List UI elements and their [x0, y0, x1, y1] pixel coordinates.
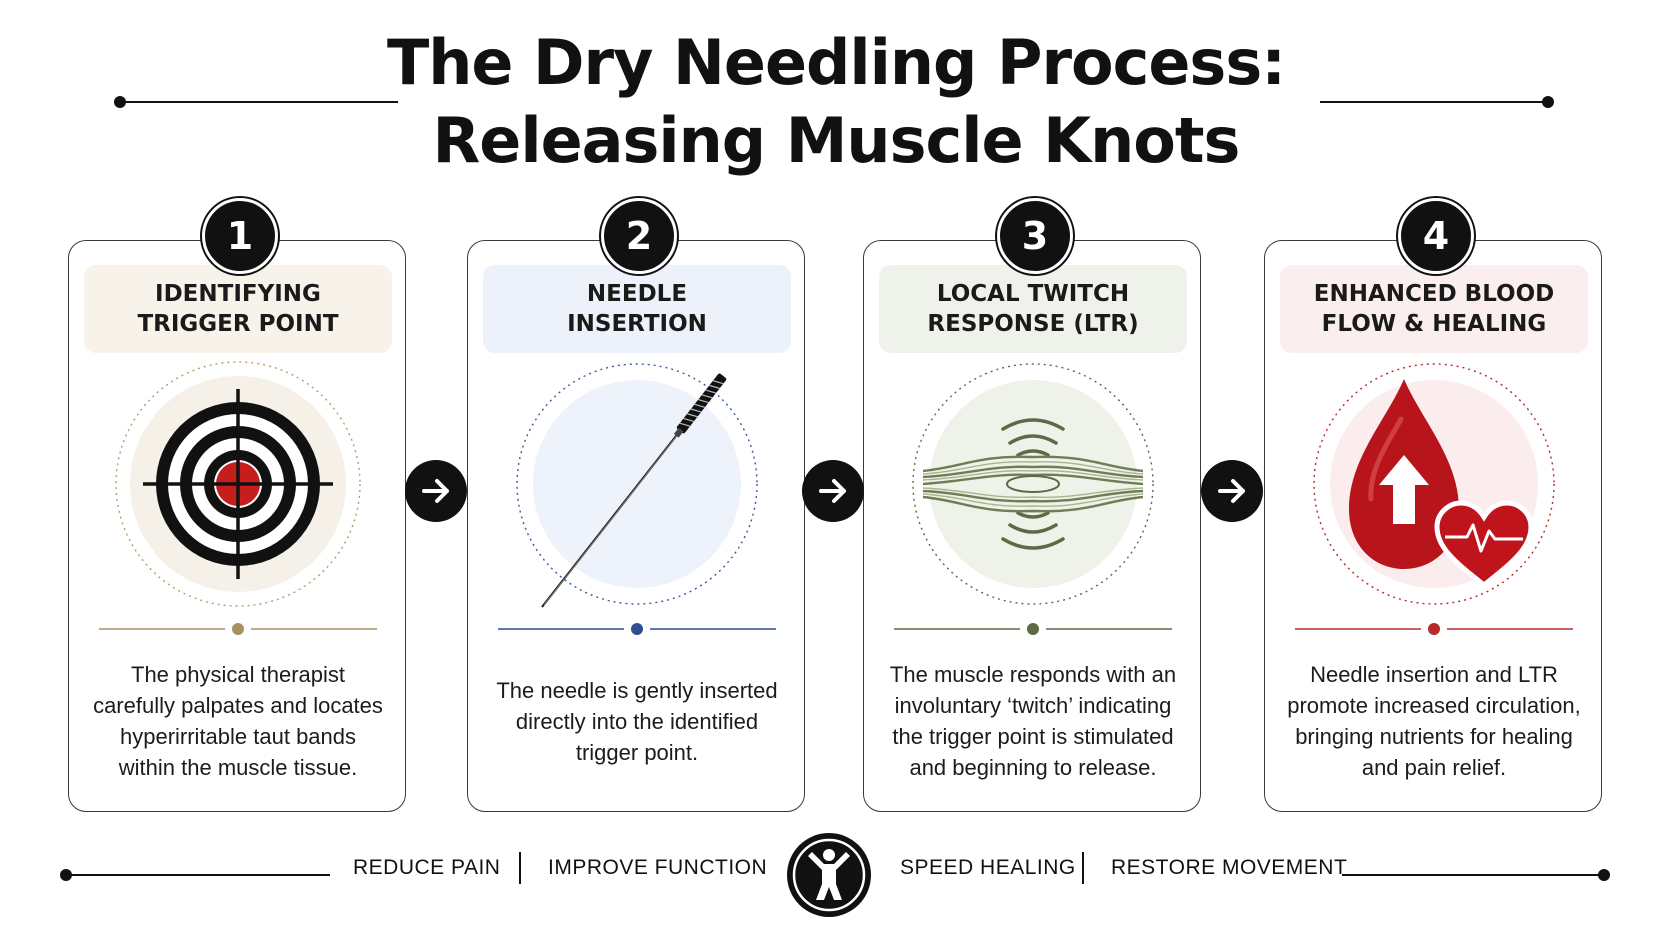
step-description-4: Needle insertion and LTR promote increas… — [1287, 662, 1581, 780]
title-line-2: Releasing Muscle Knots — [432, 104, 1241, 177]
separator-4 — [1295, 623, 1573, 635]
step-heading-1: IDENTIFYING TRIGGER POINT — [84, 265, 392, 353]
arrow-right-icon — [422, 479, 449, 503]
needle-icon — [516, 363, 758, 608]
step-number-1: 1 — [202, 198, 278, 274]
step-number-3: 3 — [997, 198, 1073, 274]
footer-rule-right-dot — [1598, 869, 1610, 881]
step-heading-4: ENHANCED BLOOD FLOW & HEALING — [1280, 265, 1588, 353]
separator-2 — [498, 623, 776, 635]
footer-divider-2 — [1082, 852, 1084, 884]
step-heading-2: NEEDLE INSERTION — [483, 265, 791, 353]
arrow-right-icon — [1218, 479, 1245, 503]
muscle-twitch-icon — [912, 363, 1154, 605]
title-rule-left — [120, 101, 398, 103]
footer-divider-1 — [519, 852, 521, 884]
title-rule-right-dot — [1542, 96, 1554, 108]
separator-1 — [99, 623, 377, 635]
step-card-4: ENHANCED BLOOD FLOW & HEALING Needle ins… — [1264, 240, 1602, 812]
footer-benefit-speed-healing: SPEED HEALING — [900, 856, 1076, 879]
blood-drop-heart-icon — [1313, 363, 1555, 605]
step-description-1: The physical therapist carefully palpate… — [93, 662, 383, 780]
illus-bg-1 — [115, 361, 361, 607]
target-icon — [115, 361, 361, 607]
title-line-1: The Dry Needling Process: — [386, 26, 1286, 99]
step-card-1: IDENTIFYING TRIGGER POINT The physical t… — [68, 240, 406, 812]
arrow-1-to-2 — [405, 460, 467, 522]
step-card-2: NEEDLE INSERTION The needle is gently in… — [467, 240, 805, 812]
footer-rule-left-dot — [60, 869, 72, 881]
step-card-3: LOCAL TWITCH RESPONSE (LTR) — [863, 240, 1201, 812]
step-number-2: 2 — [601, 198, 677, 274]
step-description-2: The needle is gently inserted directly i… — [496, 677, 778, 765]
step-heading-3: LOCAL TWITCH RESPONSE (LTR) — [879, 265, 1187, 353]
page-title: The Dry Needling Process: Releasing Musc… — [0, 24, 1672, 180]
person-icon — [786, 832, 872, 918]
title-rule-left-dot — [114, 96, 126, 108]
arrow-2-to-3 — [802, 460, 864, 522]
step-description-3: The muscle responds with an involuntary … — [889, 662, 1177, 780]
footer-rule-left — [66, 874, 330, 876]
footer-benefit-improve-function: IMPROVE FUNCTION — [548, 856, 768, 879]
footer-rule-right — [1342, 874, 1604, 876]
step-number-4: 4 — [1398, 198, 1474, 274]
arrow-3-to-4 — [1201, 460, 1263, 522]
separator-3 — [894, 623, 1172, 635]
arrow-right-icon — [819, 479, 846, 503]
title-rule-right — [1320, 101, 1550, 103]
footer-benefit-reduce-pain: REDUCE PAIN — [353, 856, 501, 879]
footer-benefit-restore-movement: RESTORE MOVEMENT — [1111, 856, 1348, 879]
